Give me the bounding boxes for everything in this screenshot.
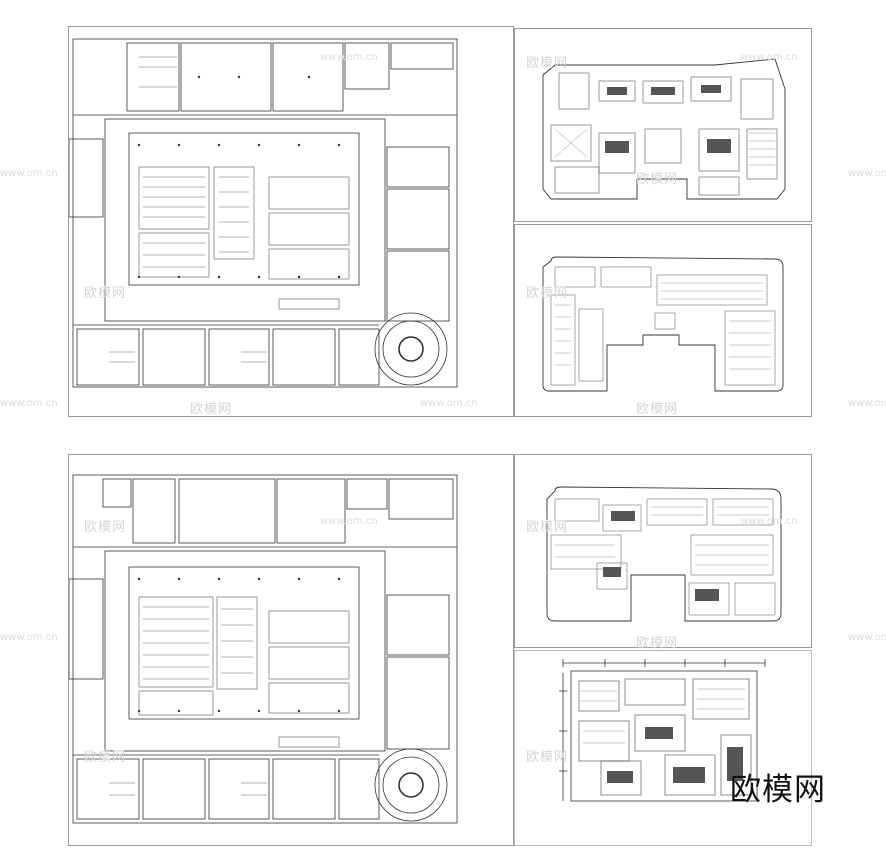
office-plan-drawing bbox=[542, 256, 784, 392]
floor-plan-drawing bbox=[69, 38, 458, 388]
watermark-url: www.om.cn bbox=[0, 632, 58, 643]
plan-sheet-large-bottom bbox=[68, 454, 514, 846]
floor-plan-drawing bbox=[69, 474, 458, 824]
plan-sheet-large-top bbox=[68, 26, 514, 417]
plan-sheet-office-1 bbox=[514, 28, 812, 222]
office-plan-drawing bbox=[542, 58, 786, 200]
plan-sheet-office-4 bbox=[514, 650, 812, 846]
dimensioned-plan-drawing bbox=[559, 659, 766, 802]
watermark-url: www.om.cn bbox=[0, 398, 58, 409]
office-plan-drawing bbox=[546, 486, 782, 622]
watermark-url: www.om.cn bbox=[848, 168, 886, 179]
watermark-url: www.om.cn bbox=[0, 168, 58, 179]
watermark-url: www.om.cn bbox=[848, 632, 886, 643]
brand-logo-text: 欧模网 bbox=[730, 772, 826, 808]
plan-sheet-office-2 bbox=[514, 224, 812, 417]
watermark-url: www.om.cn bbox=[848, 398, 886, 409]
plan-sheet-office-3 bbox=[514, 454, 812, 648]
